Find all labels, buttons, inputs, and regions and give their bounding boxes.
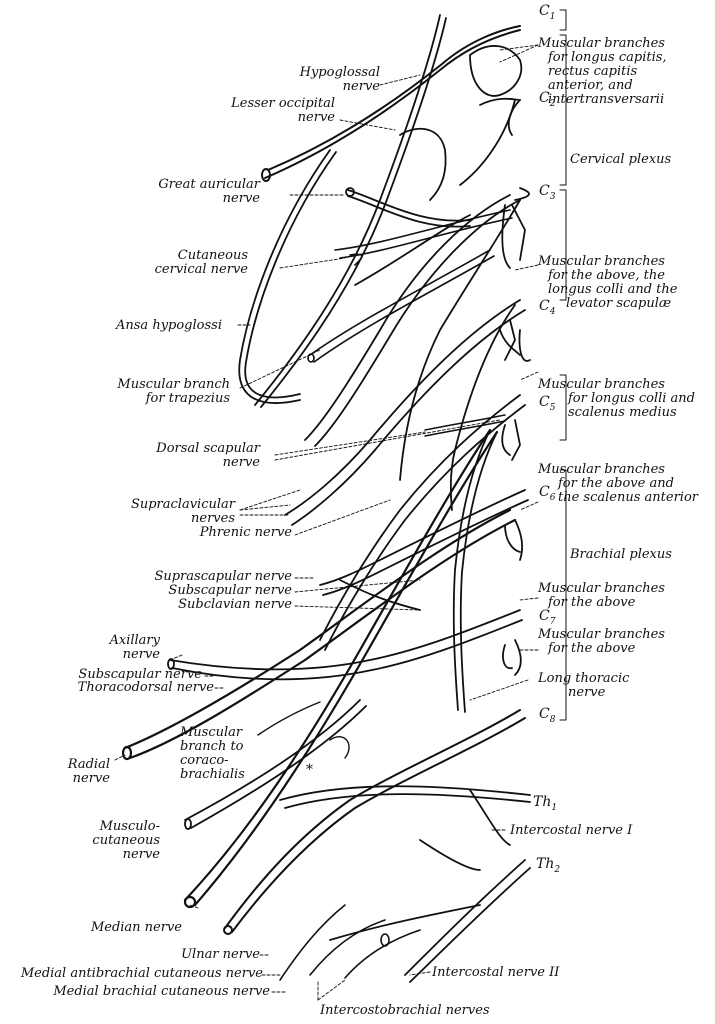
segment-label-c8: C8 [539,706,556,725]
musculocutaneous-drawing [184,699,367,830]
label-long-thoracic-nerve: Long thoracic nerve [538,671,630,700]
median-nerve-drawing [183,428,499,909]
label-subscapular-nerve-upper: Subscapular nerve [168,583,292,598]
upper-cervical-loops [254,14,523,408]
label-muscular-branches-scalenus-anterior: Muscular branches for the above and the … [538,462,698,505]
th1-nerve-drawing [279,785,531,846]
segment-label-c4: C4 [539,298,556,317]
label-thoracodorsal-nerve: Thoracodorsal nerve [77,680,214,695]
label-medial-brachial-cutaneous-nerve: Medial brachial cutaneous nerve [53,984,270,999]
c3-c4-branches [304,187,530,481]
label-subscapular-nerve-lower: Subscapular nerve [78,667,202,682]
great-auricular-drawing [345,187,471,228]
label-muscular-branches-for-above-2: Muscular branches for the above [538,627,665,656]
label-musculocutaneous-nerve: Musculo- cutaneous nerve [92,819,160,862]
label-intercostobrachial-nerves: Intercostobrachial nerves [320,1003,490,1018]
segment-label-th2: Th2 [536,856,561,875]
c6-c7-branches [319,489,529,611]
ansa-hypoglossi-loop [238,149,337,404]
label-muscular-branches-longus-capitis: Muscular branches for longus capitis, re… [538,36,667,107]
label-median-nerve: Median nerve [90,920,182,935]
label-phrenic-nerve: Phrenic nerve [199,525,292,540]
label-medial-antibrachial-cutaneous-nerve: Medial antibrachial cutaneous nerve [20,966,263,981]
segment-label-c1: C1 [539,3,556,22]
label-brachial-plexus: Brachial plexus [570,547,672,562]
trapezius-branch-drawing [307,249,495,363]
label-muscular-branches-longus-colli: Muscular branches for the above, the lon… [538,254,678,311]
th2-nerve-drawing [329,839,531,983]
segment-label-c6: C6 [539,484,556,503]
label-muscular-branches-for-above-1: Muscular branches for the above [538,581,665,610]
hypoglossal-nerve-drawing [261,25,521,182]
radial-nerve-drawing [121,508,517,761]
coracobrachialis-branch-drawing [257,701,350,759]
dorsal-scapular-drawing [424,414,506,437]
label-cervical-plexus: Cervical plexus [570,152,672,167]
asterisk-marker: * [306,762,313,778]
label-ansa-hypoglossi: Ansa hypoglossi [116,318,222,333]
segment-label-th1: Th1 [533,794,558,813]
label-muscular-branch-coracobrachialis: Muscular branch to coraco- brachialis [180,725,245,782]
c7-c8-branches [167,609,523,681]
ulnar-nerve-drawing [223,709,526,935]
label-suprascapular-nerve: Suprascapular nerve [154,569,292,584]
segment-label-c2: C2 [539,90,556,109]
label-subclavian-nerve: Subclavian nerve [178,597,292,612]
segment-brackets [559,9,567,721]
segment-label-c3: C3 [539,183,556,202]
leader-lines [114,44,539,1001]
segment-label-c7: C7 [539,608,556,627]
cutaneous-cervical-drawing [334,209,513,266]
label-intercostal-nerve-1: Intercostal nerve I [510,823,633,838]
segment-label-c5: C5 [539,394,556,413]
label-ulnar-nerve: Ulnar nerve [181,947,260,962]
intercostobrachial-drawing [279,904,421,981]
label-intercostal-nerve-2: Intercostal nerve II [432,965,560,980]
label-muscular-branches-scalenus-medius: Muscular branches for longus colli and s… [538,377,695,420]
c4-c5-branches [284,299,531,526]
